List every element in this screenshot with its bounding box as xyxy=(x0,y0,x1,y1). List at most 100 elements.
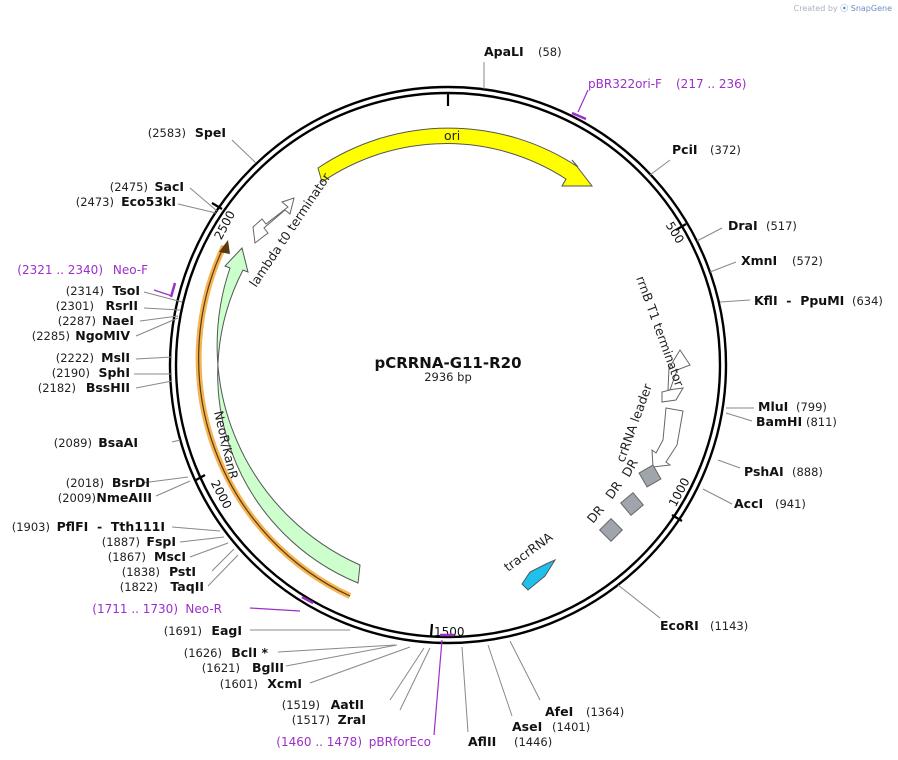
site-sphi-pos: (2190) xyxy=(52,366,90,380)
neor-kanr-feature-arrow[interactable] xyxy=(216,246,361,584)
site-taqii[interactable]: TaqII xyxy=(170,579,204,594)
site-fspi-pos: (1887) xyxy=(102,535,140,549)
site-bglii[interactable]: BglII xyxy=(252,660,284,675)
site-ngomiv[interactable]: NgoMIV xyxy=(75,328,130,343)
site-xmni[interactable]: XmnI xyxy=(741,253,777,268)
primer-pbr322ori-f-range: (217 .. 236) xyxy=(676,77,746,91)
primer-leader-lines xyxy=(153,89,589,736)
site-mlui[interactable]: MluI xyxy=(758,399,788,414)
site-eco53ki-pos: (2473) xyxy=(76,195,114,209)
site-aatii[interactable]: AatII xyxy=(331,697,364,712)
snapgene-logo-icon: ⦿ xyxy=(840,4,849,13)
site-eco53ki[interactable]: Eco53kI xyxy=(121,194,176,209)
primer-neo-f[interactable]: Neo-F xyxy=(113,263,148,277)
site-pcii-pos: (372) xyxy=(710,143,741,157)
site-mlui-pos: (799) xyxy=(796,400,827,414)
site-nmeaiii-pos: (2009) xyxy=(58,491,96,505)
lambda-t0-terminator-arrow[interactable] xyxy=(252,197,295,244)
tick-label-500: 500 xyxy=(663,219,687,246)
site-bsrdi[interactable]: BsrDI xyxy=(112,475,150,490)
site-naei-pos: (2287) xyxy=(58,314,96,328)
site-acci[interactable]: AccI xyxy=(734,496,763,511)
primer-pbr322ori-f[interactable]: pBR322ori-F xyxy=(588,77,662,91)
site-apali-pos: (58) xyxy=(538,45,562,59)
leader-lines xyxy=(134,62,754,733)
primer-neo-r-range: (1711 .. 1730) xyxy=(92,602,178,616)
snapgene-credit: Created by ⦿ SnapGene xyxy=(793,4,892,13)
site-saci-pos: (2475) xyxy=(110,180,148,194)
site-pflfi-tth111i-pos: (1903) xyxy=(12,520,50,534)
site-afei-pos: (1364) xyxy=(586,705,624,719)
site-bcli[interactable]: BclI * xyxy=(231,645,268,660)
site-drai[interactable]: DraI xyxy=(728,218,758,233)
dr-repeat-box-2[interactable] xyxy=(620,492,644,516)
site-aatii-pos: (1519) xyxy=(282,698,320,712)
site-ecori-pos: (1143) xyxy=(710,619,748,633)
site-ngomiv-pos: (2285) xyxy=(32,329,70,343)
site-bsshii[interactable]: BssHII xyxy=(86,380,130,395)
site-bsaai-pos: (2089) xyxy=(54,436,92,450)
site-bamhi[interactable]: BamHI xyxy=(756,414,802,429)
site-bsshii-pos: (2182) xyxy=(38,381,76,395)
site-zrai[interactable]: ZraI xyxy=(338,712,366,727)
site-bsrdi-pos: (2018) xyxy=(66,476,104,490)
site-fspi[interactable]: FspI xyxy=(146,534,176,549)
site-spei-pos: (2583) xyxy=(148,126,186,140)
site-apali[interactable]: ApaLI xyxy=(484,44,524,59)
site-spei[interactable]: SpeI xyxy=(195,125,226,140)
dr-repeat-box-3[interactable] xyxy=(598,517,624,543)
site-eagi[interactable]: EagI xyxy=(211,623,242,638)
site-kfli-ppumi-pos: (634) xyxy=(852,294,883,308)
site-msci[interactable]: MscI xyxy=(154,549,186,564)
plasmid-length: 2936 bp xyxy=(424,370,472,384)
site-drai-pos: (517) xyxy=(766,219,797,233)
site-saci[interactable]: SacI xyxy=(155,179,185,194)
site-acci-pos: (941) xyxy=(775,497,806,511)
orf-arrowhead xyxy=(219,240,230,254)
site-psti-pos: (1838) xyxy=(122,565,160,579)
ori-feature-label: ori xyxy=(444,128,460,143)
site-bamhi-pos: (811) xyxy=(806,415,837,429)
site-bsaai[interactable]: BsaAI xyxy=(98,435,138,450)
site-psti[interactable]: PstI xyxy=(169,564,196,579)
site-afei[interactable]: AfeI xyxy=(545,704,573,719)
site-asei-pos: (1401) xyxy=(552,720,590,734)
orf-line xyxy=(198,245,351,597)
dr-repeat-label-3: DR xyxy=(584,502,607,526)
rrnb-t1-terminator-arrow[interactable] xyxy=(661,349,691,403)
site-nmeaiii[interactable]: NmeAIII xyxy=(96,490,152,505)
site-pshai-pos: (888) xyxy=(792,465,823,479)
site-asei[interactable]: AseI xyxy=(512,719,542,734)
site-xcmi[interactable]: XcmI xyxy=(267,676,302,691)
site-msci-pos: (1867) xyxy=(108,550,146,564)
crrna-leader-arrow[interactable] xyxy=(651,407,684,468)
site-pcii[interactable]: PciI xyxy=(672,142,698,157)
plasmid-name: pCRRNA-G11-R20 xyxy=(374,354,521,372)
site-bcli-pos: (1626) xyxy=(184,646,222,660)
site-bglii-pos: (1621) xyxy=(202,661,240,675)
site-pshai[interactable]: PshAI xyxy=(744,464,784,479)
site-xcmi-pos: (1601) xyxy=(220,677,258,691)
site-ecori[interactable]: EcoRI xyxy=(660,618,699,633)
ori-feature-arrow[interactable] xyxy=(317,127,594,187)
dr-repeat-box-1[interactable] xyxy=(638,464,662,488)
primer-pbrforeco[interactable]: pBRforEco xyxy=(369,735,431,749)
tracrrna-arrow[interactable] xyxy=(521,558,557,591)
site-naei[interactable]: NaeI xyxy=(102,313,134,328)
tick-marks xyxy=(195,94,687,637)
site-taqii-pos: (1822) xyxy=(120,580,158,594)
site-aflii[interactable]: AflII xyxy=(468,734,496,749)
dr-repeat-label-2: DR xyxy=(602,478,625,502)
site-msli[interactable]: MslI xyxy=(101,350,130,365)
primer-neo-r[interactable]: Neo-R xyxy=(185,602,222,616)
site-tsoi-pos: (2314) xyxy=(66,284,104,298)
site-tsoi[interactable]: TsoI xyxy=(112,283,140,298)
site-xmni-pos: (572) xyxy=(792,254,823,268)
rrnb-t1-terminator-label: rrnB T1 terminator xyxy=(633,274,687,389)
site-rsrii[interactable]: RsrII xyxy=(105,298,138,313)
primer-marks xyxy=(169,111,587,637)
site-sphi[interactable]: SphI xyxy=(98,365,130,380)
site-kfli-ppumi[interactable]: KflI - PpuMI xyxy=(754,293,844,308)
site-pflfi-tth111i[interactable]: PflFI - Tth111I xyxy=(57,519,165,534)
primer-pbrforeco-range: (1460 .. 1478) xyxy=(276,735,362,749)
